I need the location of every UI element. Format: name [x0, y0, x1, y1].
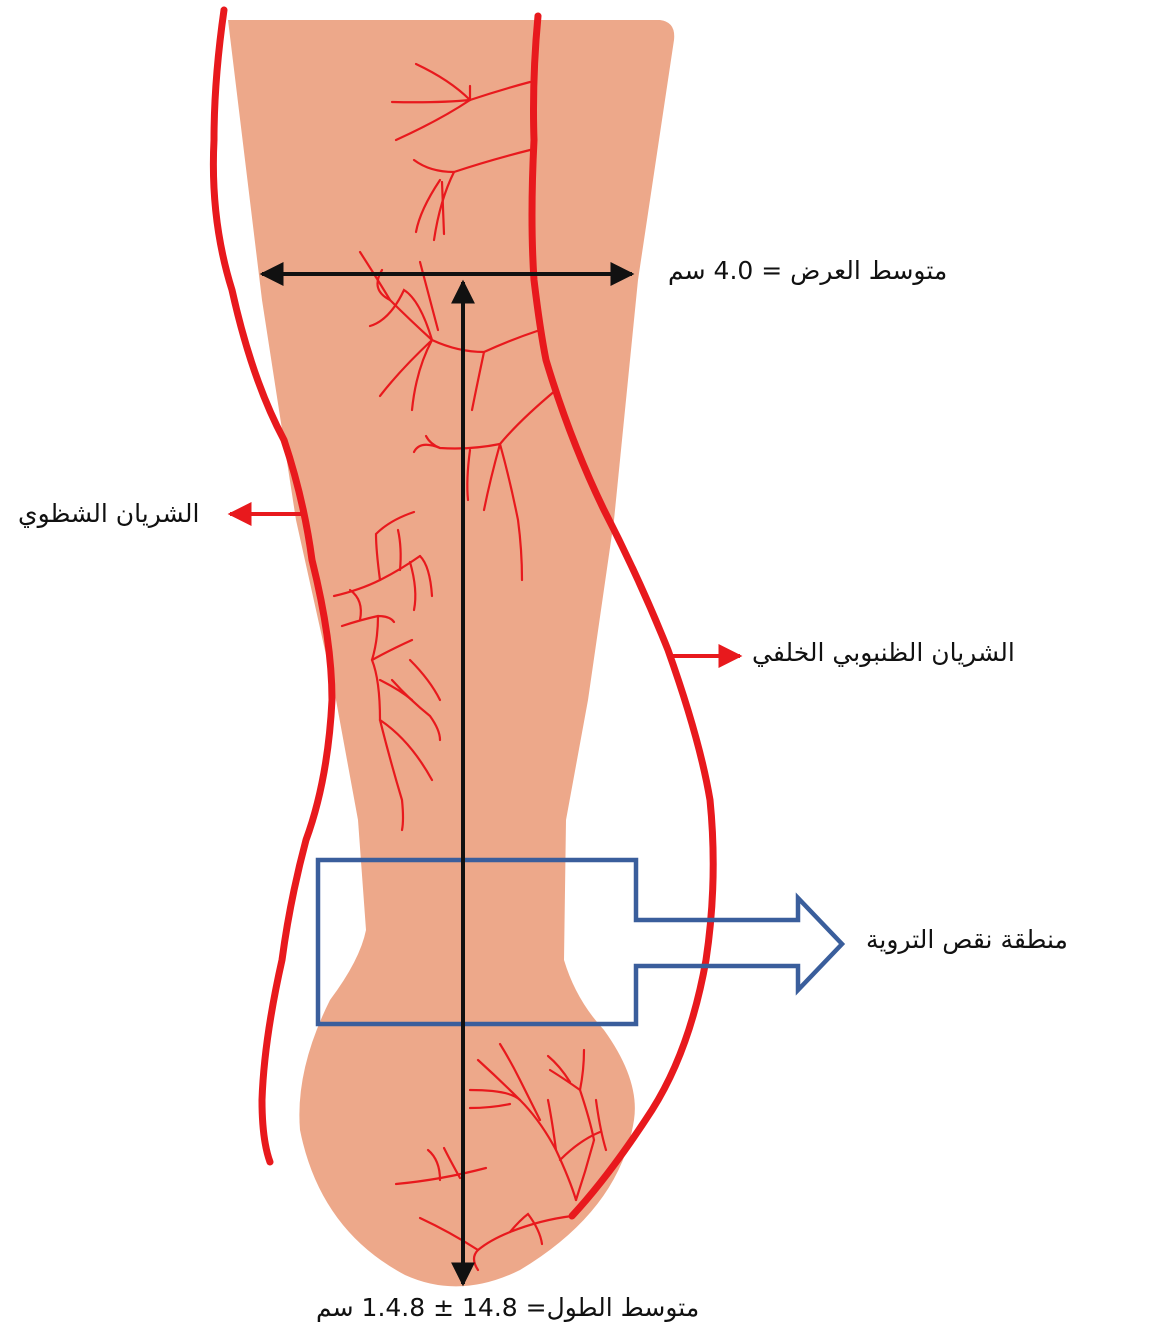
average-length-label: متوسط الطول= 14.8 ± 1.4.8 سم [316, 1293, 700, 1322]
ischemic-area-label: منطقة نقص التروية [866, 925, 1068, 954]
posterior-tibial-artery-line [528, 12, 717, 1220]
ischemic-area-box [315, 857, 846, 1027]
peroneal-artery-line [209, 6, 336, 1166]
vessel-branches-upper [358, 62, 558, 582]
skin-flap [228, 20, 675, 1287]
vessel-branches-middle [332, 510, 442, 832]
posterior-tibial-artery-label: الشريان الظنبوبي الخلفي [752, 638, 1015, 667]
peroneal-artery-label: الشريان الشظوي [18, 499, 200, 528]
average-width-label: متوسط العرض = 4.0 سم [668, 256, 948, 285]
